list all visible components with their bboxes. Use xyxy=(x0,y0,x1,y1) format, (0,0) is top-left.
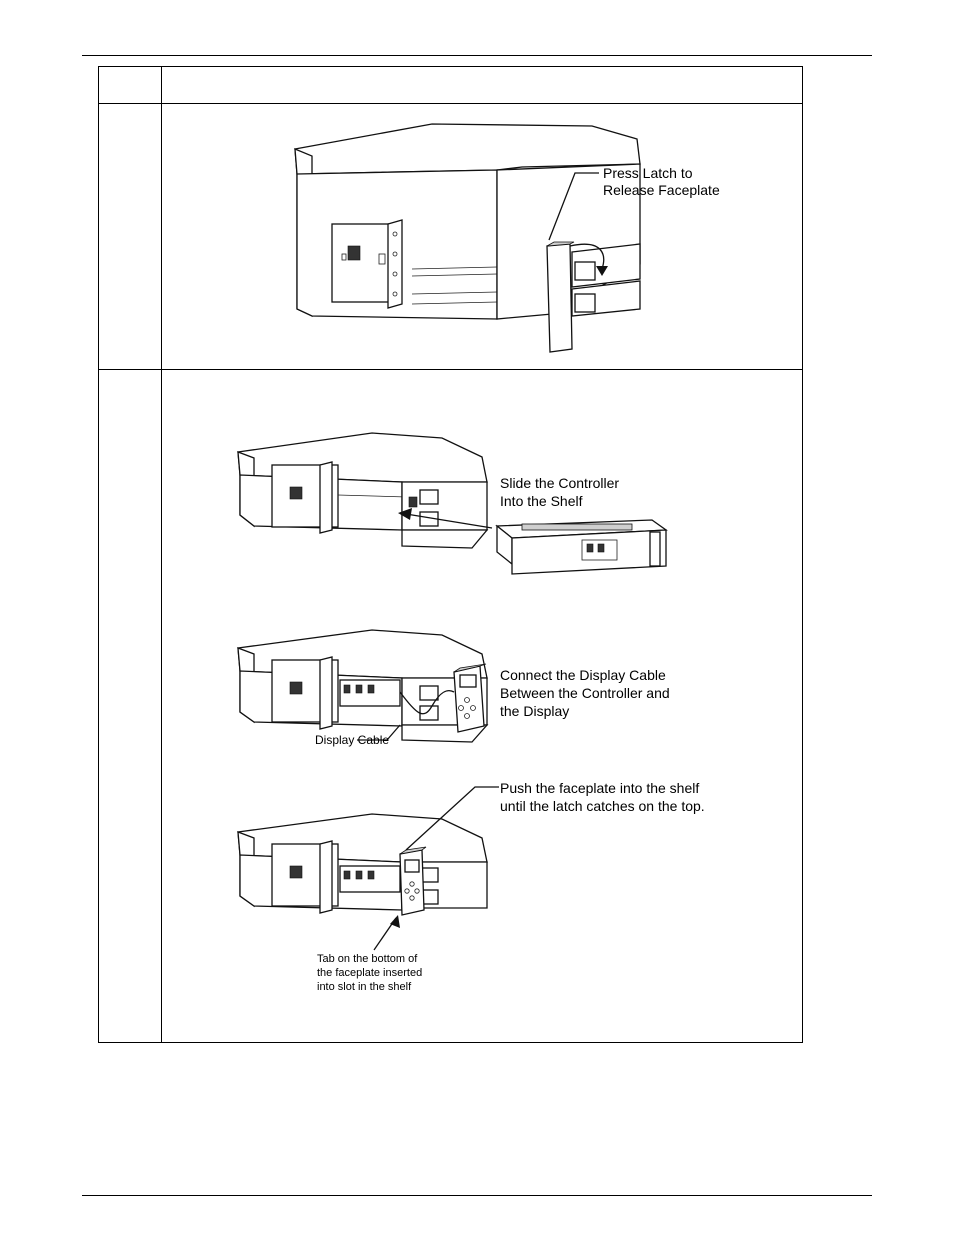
callout-into-shelf: Into the Shelf xyxy=(500,493,583,509)
callout-press-latch: Press Latch to xyxy=(603,165,693,181)
connect-cable-drawing xyxy=(238,630,487,742)
header-action-cell xyxy=(162,67,803,104)
callout-between-controller: Between the Controller and xyxy=(500,685,670,701)
callout-push-faceplate: Push the faceplate into the shelf xyxy=(500,780,699,796)
step-number-cell xyxy=(99,370,162,1043)
header-step-cell xyxy=(99,67,162,104)
tab-arrowhead xyxy=(390,915,400,928)
release-faceplate-illustration: Press Latch to Release Faceplate xyxy=(162,104,804,369)
step-action-cell: Press Latch to Release Faceplate xyxy=(162,104,803,370)
label-display-cable: Display Cable xyxy=(315,733,389,747)
callout-tab-inserted: the faceplate inserted xyxy=(317,967,422,979)
step-action-cell: Slide the Controller Into the Shelf xyxy=(162,370,803,1043)
callout-release-faceplate: Release Faceplate xyxy=(603,182,720,198)
install-controller-illustration: Slide the Controller Into the Shelf xyxy=(162,370,804,1042)
callout-the-display: the Display xyxy=(500,703,569,719)
step-number-cell xyxy=(99,104,162,370)
callout-slide-controller: Slide the Controller xyxy=(500,475,619,491)
table-header-row xyxy=(99,67,803,104)
procedure-table: Press Latch to Release Faceplate xyxy=(98,66,803,1043)
table-row: Press Latch to Release Faceplate xyxy=(99,104,803,370)
callout-tab-slot: into slot in the shelf xyxy=(317,981,412,993)
footer-rule xyxy=(82,1195,872,1196)
table-row: Slide the Controller Into the Shelf xyxy=(99,370,803,1043)
push-faceplate-drawing xyxy=(238,814,487,915)
callout-latch-catches: until the latch catches on the top. xyxy=(500,798,705,814)
shelf-drawing xyxy=(295,124,640,352)
callout-connect-cable: Connect the Display Cable xyxy=(500,667,666,683)
slide-controller-drawing xyxy=(238,433,666,574)
callout-tab-bottom: Tab on the bottom of xyxy=(317,953,418,965)
header-rule xyxy=(82,55,872,56)
